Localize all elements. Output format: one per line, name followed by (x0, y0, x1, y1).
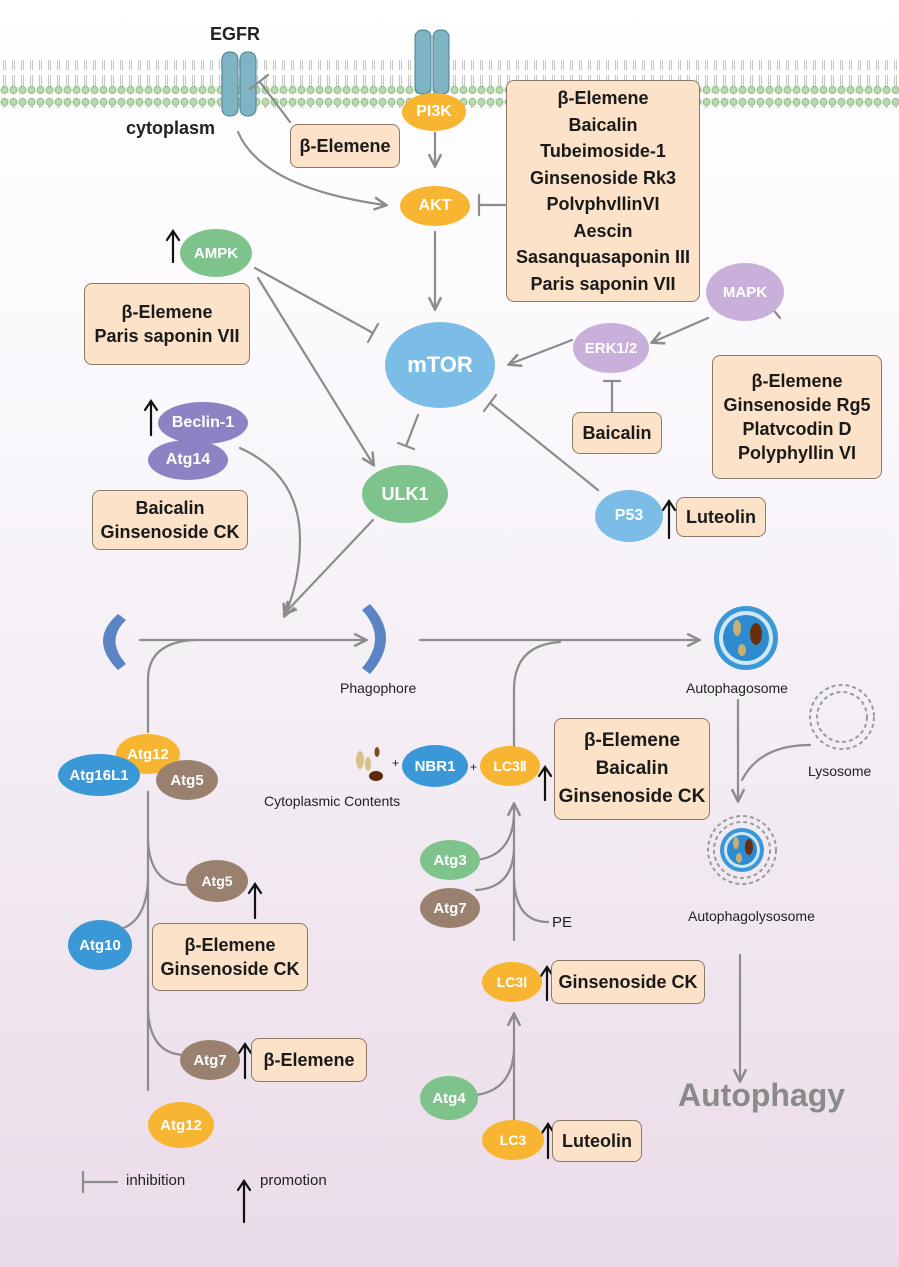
p53-promoter-box: Luteolin (676, 497, 766, 537)
nbr1-node: NBR1 (402, 745, 468, 787)
autophagolysosome-label: Autophagolysosome (688, 908, 815, 924)
drug-label: Paris saponin VII (530, 273, 676, 294)
connector-curves (114, 638, 812, 1097)
lc3i-node: LC3Ⅰ (482, 962, 542, 1002)
atg7-node-left: Atg7 (180, 1040, 240, 1080)
autophagosome-shape (714, 606, 778, 670)
lc3ii-node: LC3Ⅱ (480, 746, 540, 786)
drug-label: Luteolin (562, 1131, 632, 1151)
lc3ii-promoters-box: β-Elemene Baicalin Ginsenoside CK (554, 718, 710, 820)
ampk-node: AMPK (180, 229, 252, 277)
drug-label: Polyphyllin VI (737, 443, 857, 463)
drug-label: Ginsenoside CK (558, 972, 698, 992)
drug-label: Baicalin (135, 498, 205, 518)
atg10-node: Atg10 (68, 920, 132, 970)
p53-node: P53 (595, 490, 663, 542)
phagophore-label: Phagophore (340, 680, 417, 696)
drug-label: β-Elemene (299, 136, 391, 156)
lc3-node: LC3 (482, 1120, 544, 1160)
drug-label: Luteolin (686, 507, 756, 527)
ulk1-node: ULK1 (362, 465, 448, 523)
drug-label: Ginsenoside Rg5 (723, 395, 871, 415)
atg5-node: Atg5 (186, 860, 248, 902)
legend-inhibition-label: inhibition (126, 1172, 186, 1189)
beclin1-node: Beclin-1 (158, 402, 248, 444)
egfr-inhibitor-box: β-Elemene (290, 124, 400, 168)
akt-inhibitors-box: β-Elemene Baicalin Tubeimoside-1 Ginseno… (506, 80, 700, 302)
pe-label: PE (552, 914, 573, 931)
atg3-node: Atg3 (420, 840, 480, 880)
drug-label: β-Elemene (583, 730, 681, 751)
drug-label: Baicalin (582, 423, 652, 443)
cytoplasmic-contents-label: Cytoplasmic Contents (264, 793, 401, 809)
erk-inhibitor-box: Baicalin (572, 412, 662, 454)
mapk-inhibitors-box: β-Elemene Ginsenoside Rg5 Platvcodin D P… (712, 355, 882, 479)
atg12-node-bottom: Atg12 (148, 1102, 214, 1148)
lc3i-promoter-box: Ginsenoside CK (551, 960, 705, 1004)
phagophore-shape (362, 604, 386, 674)
mtor-node: mTOR (385, 322, 495, 408)
atg4-node: Atg4 (420, 1076, 478, 1120)
plus-sign: + (470, 760, 478, 774)
egfr-label: EGFR (210, 24, 261, 44)
drug-label: β-Elemene (263, 1050, 355, 1070)
drug-label: β-Elemene (751, 371, 843, 391)
plus-sign: + (392, 756, 400, 770)
drug-label: β-Elemene (557, 88, 649, 108)
cytoplasmic-contents-icon (356, 747, 383, 781)
drug-label: Ginsenoside CK (160, 959, 300, 979)
atg14-node: Atg14 (148, 440, 228, 480)
drug-label: Ginsenoside CK (558, 786, 706, 807)
drug-label: PolvphvllinVI (546, 194, 660, 214)
drug-label: Platvcodin D (742, 419, 852, 439)
drug-label: Sasanquasaponin III (515, 247, 691, 267)
akt-node: AKT (400, 186, 470, 226)
upregulation-arrows (143, 229, 677, 1224)
autophagosome-label: Autophagosome (686, 680, 788, 696)
autophagolysosome-shape (707, 815, 777, 885)
drug-label: β-Elemene (184, 935, 276, 955)
beclin-promoters-box: Baicalin Ginsenoside CK (92, 490, 248, 550)
lc3-promoter-box: Luteolin (552, 1120, 642, 1162)
erk-node: ERK1/2 (573, 323, 649, 373)
drug-label: Tubeimoside-1 (540, 141, 666, 161)
ampk-promoters-box: β-Elemene Paris saponin VII (84, 283, 250, 365)
atg5-node-top: Atg5 (156, 760, 218, 800)
isolation-membrane-shape (103, 614, 126, 670)
cytoplasm-label: cytoplasm (126, 118, 216, 138)
drug-label: Baicalin (568, 114, 638, 135)
mapk-node: MAPK (706, 263, 784, 321)
legend-promotion-label: promotion (260, 1172, 327, 1189)
receptor-icon (414, 29, 450, 95)
atg7-node-right: Atg7 (420, 888, 480, 928)
drug-label: Ginsenoside CK (100, 522, 240, 542)
drug-label: β-Elemene (121, 302, 213, 322)
drug-label: Ginsenoside Rk3 (529, 167, 677, 188)
lysosome-shape (809, 684, 875, 750)
promotion-arrows (138, 130, 740, 1142)
pi3k-node: PI3K (402, 93, 466, 131)
drug-label: Aescin (573, 220, 633, 241)
autophagy-label: Autophagy (678, 1077, 846, 1113)
atg7-promoter-box: β-Elemene (251, 1038, 367, 1082)
atg5-promoters-box: β-Elemene Ginsenoside CK (152, 923, 308, 991)
atg16l1-node: Atg16L1 (58, 754, 140, 796)
drug-label: Baicalin (595, 758, 669, 779)
lysosome-label: Lysosome (808, 763, 872, 779)
drug-label: Paris saponin VII (94, 326, 240, 346)
